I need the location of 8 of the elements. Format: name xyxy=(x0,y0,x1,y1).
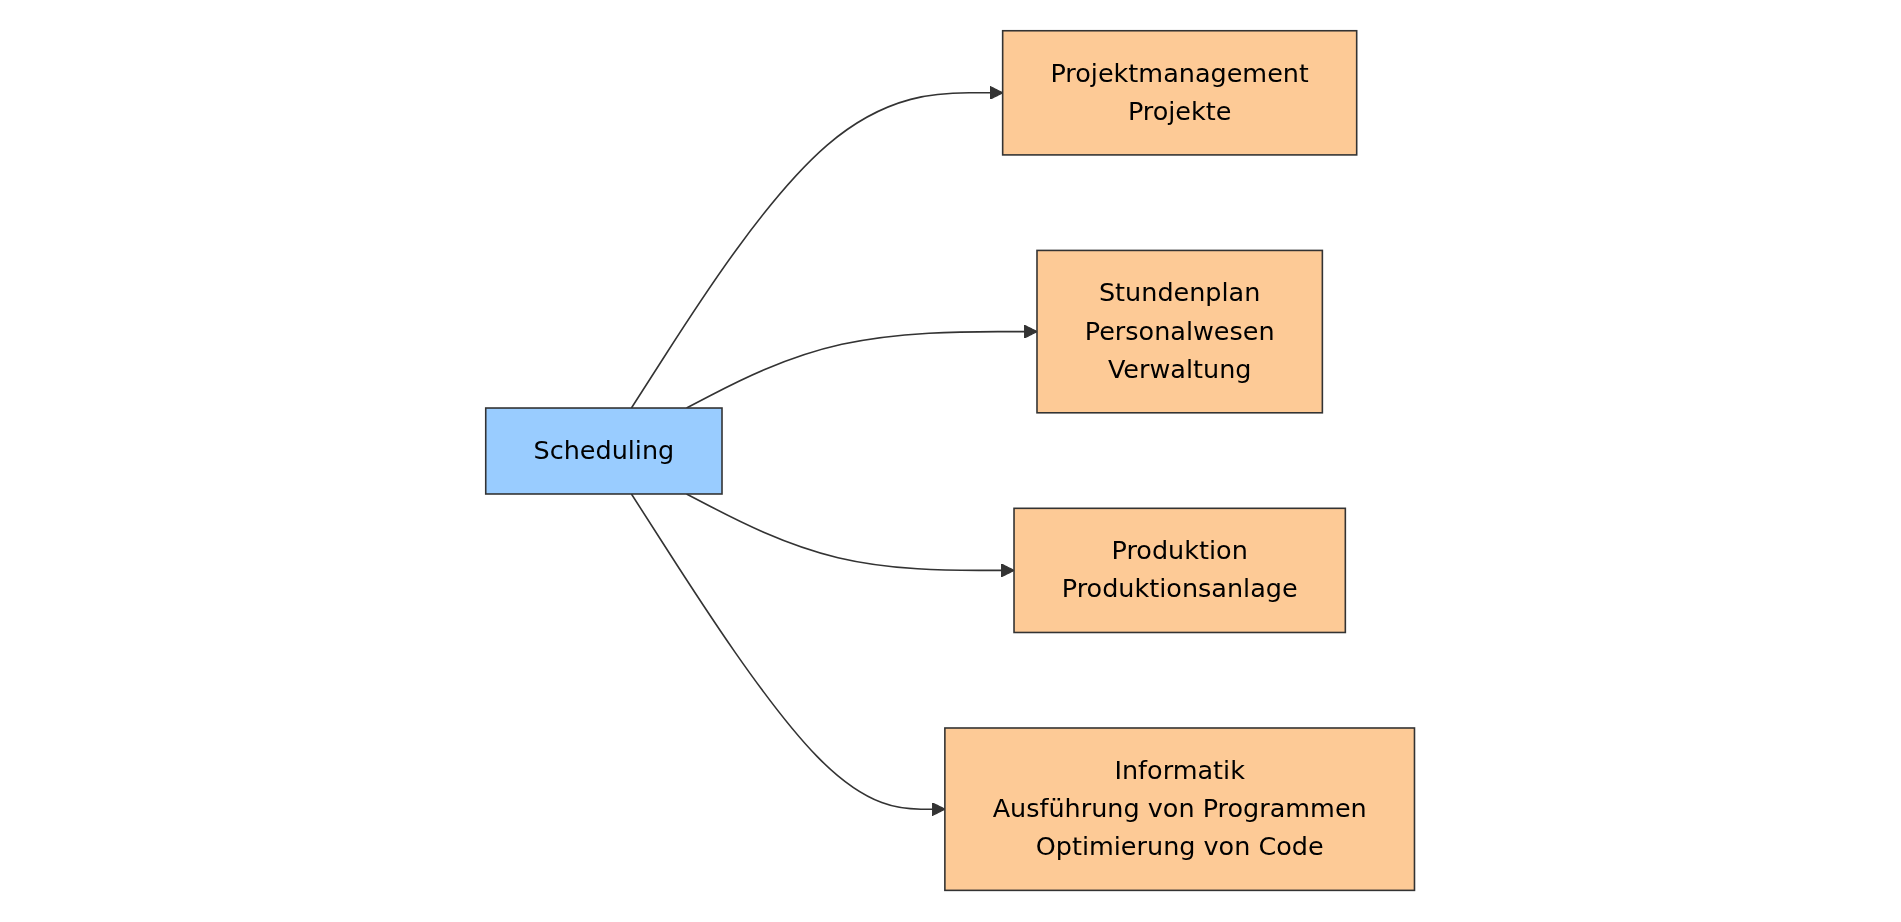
arrow xyxy=(631,86,1004,410)
arrow xyxy=(631,493,946,817)
node-box: Stundenplan Personalwesen Verwaltung xyxy=(1036,250,1324,415)
node-box: Scheduling xyxy=(485,407,724,496)
node-box: Informatik Ausführung von Programmen Optimierung von Code xyxy=(944,727,1416,892)
node-box: Produktion Produktionsanlage xyxy=(1013,507,1347,634)
node-box: Projektmanagement Projekte xyxy=(1002,30,1358,157)
arrow xyxy=(686,325,1038,410)
